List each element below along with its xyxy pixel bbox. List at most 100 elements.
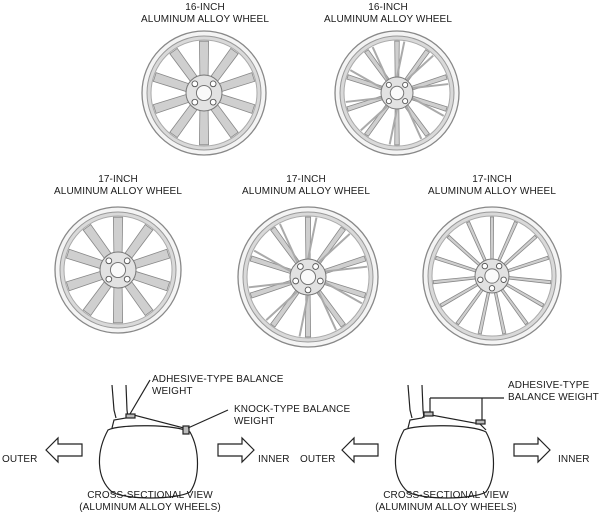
outer-arrow-2 [341, 436, 379, 464]
wheel-4-illustration-spoke-split [279, 223, 299, 263]
wheel-4-illustration-spoke-split [248, 281, 292, 289]
knock-leader-1 [187, 409, 229, 429]
wheel-5-type: ALUMINUM ALLOY WHEEL [428, 186, 556, 197]
wheel-1-illustration-lug-nut [209, 98, 217, 106]
tire-outline-2 [394, 425, 495, 499]
wheel-3-type: ALUMINUM ALLOY WHEEL [54, 186, 182, 197]
outer-label-1: OUTER [2, 454, 38, 465]
wheel-5-size: 17-INCH [472, 174, 512, 185]
wheel-2-illustration-spoke-split [349, 69, 383, 89]
knock-weight-label-line2: WEIGHT [234, 416, 275, 427]
cross-section-2 [394, 384, 504, 499]
caption-2-line2: (ALUMINUM ALLOY WHEELS) [375, 502, 517, 513]
wheel-5-illustration-lug-nut [496, 262, 503, 270]
cross-section-1 [98, 379, 229, 499]
caption-2-line1: CROSS-SECTIONAL VIEW [383, 490, 509, 501]
wheel-2-illustration [334, 30, 460, 156]
wheel-2-illustration-spoke-split [405, 105, 423, 140]
wheel-2-illustration-spoke-split [405, 54, 434, 81]
adhesive-weight-label-2-line2: BALANCE WEIGHT [508, 392, 599, 403]
wheel-1-type: ALUMINUM ALLOY WHEEL [141, 14, 269, 25]
wheel-2-illustration-lug-nut [402, 81, 409, 88]
wheel-1-illustration-lug-nut [209, 80, 217, 88]
wheel-4-illustration-lug-nut [316, 277, 324, 285]
adhesive-weight-2a [423, 411, 434, 417]
wheel-5-illustration-center-bore [484, 268, 500, 284]
wheel-2-illustration-spoke-split [411, 83, 449, 90]
wheel-5-illustration-lug-nut [500, 276, 507, 283]
wheel-2-label: 16-INCH ALUMINUM ALLOY WHEEL [318, 2, 458, 26]
wheel-2-illustration-spoke-split [411, 97, 445, 117]
wheel-4-illustration-spoke-split [317, 291, 337, 331]
wheel-2-illustration-lug-nut [385, 81, 392, 88]
wheel-5-illustration-lug-nut [477, 276, 484, 283]
adhesive-weight-label-1: ADHESIVE-TYPE BALANCE WEIGHT [152, 374, 284, 398]
wheel-1-size: 16-INCH [185, 2, 225, 13]
wheel-4-illustration-center-bore [299, 268, 317, 286]
caption-1-line2: (ALUMINUM ALLOY WHEELS) [79, 502, 221, 513]
wheel-2-illustration-spoke-split [396, 41, 406, 78]
rim-outline-1 [111, 413, 189, 433]
caption-1: CROSS-SECTIONAL VIEW (ALUMINUM ALLOY WHE… [70, 490, 230, 514]
wheel-2-illustration-lug-nut [402, 98, 409, 105]
wheel-3-size: 17-INCH [98, 174, 138, 185]
knock-weight-label-line1: KNOCK-TYPE BALANCE [234, 404, 351, 415]
caption-2: CROSS-SECTIONAL VIEW (ALUMINUM ALLOY WHE… [366, 490, 526, 514]
wheel-disc-2 [407, 384, 425, 419]
outer-label-2: OUTER [300, 454, 336, 465]
wheel-4-illustration-spoke-split [324, 265, 368, 273]
wheel-4-illustration-spoke-split [298, 294, 309, 337]
wheel-4-illustration-lug-nut [304, 286, 312, 294]
adhesive-weight-label-1-line1: ADHESIVE-TYPE BALANCE [152, 374, 284, 385]
wheel-2-illustration-center-bore [389, 85, 405, 101]
wheel-4-illustration-spoke-split [324, 281, 363, 305]
knock-weight-1 [182, 425, 190, 435]
caption-1-line1: CROSS-SECTIONAL VIEW [87, 490, 213, 501]
wheel-4-illustration [237, 206, 379, 348]
wheel-1-illustration-lug-nut [191, 98, 199, 106]
wheel-2-illustration-spoke-split [345, 96, 383, 103]
wheel-2-type: ALUMINUM ALLOY WHEEL [324, 14, 452, 25]
wheel-2-size: 16-INCH [368, 2, 408, 13]
wheel-5-illustration [422, 206, 562, 346]
adhesive-weight-2b [475, 419, 486, 425]
inner-label-1: INNER [258, 454, 290, 465]
wheel-5-label: 17-INCH ALUMINUM ALLOY WHEEL [422, 174, 562, 198]
wheel-1-illustration [141, 30, 267, 156]
wheel-1-illustration-lug-nut [191, 80, 199, 88]
adhesive-leader-1 [129, 379, 151, 415]
wheel-4-illustration-spoke-split [317, 233, 351, 264]
inner-label-2: INNER [558, 454, 590, 465]
wheel-3-illustration-lug-nut [105, 275, 113, 283]
adhesive-weight-label-2-line1: ADHESIVE-TYPE [508, 380, 590, 391]
knock-weight-label: KNOCK-TYPE BALANCE WEIGHT [234, 404, 350, 428]
wheel-4-illustration-lug-nut [292, 277, 300, 285]
wheel-3-illustration-center-bore [109, 261, 127, 279]
wheel-5-illustration-lug-nut [488, 285, 496, 292]
wheel-4-illustration-spoke-split [253, 249, 292, 273]
wheel-1-illustration-center-bore [195, 84, 213, 102]
wheel-4-size: 17-INCH [286, 174, 326, 185]
wheel-4-illustration-lug-nut [297, 263, 304, 270]
wheel-1-label: 16-INCH ALUMINUM ALLOY WHEEL [135, 2, 275, 26]
wheel-3-label: 17-INCH ALUMINUM ALLOY WHEEL [48, 174, 188, 198]
wheel-4-type: ALUMINUM ALLOY WHEEL [242, 186, 370, 197]
wheel-4-illustration-spoke-split [307, 217, 318, 260]
wheel-2-illustration-spoke-split [360, 105, 389, 132]
wheel-3-illustration-lug-nut [105, 257, 113, 265]
wheel-disc-1 [111, 384, 129, 419]
adhesive-weight-label-1-line2: WEIGHT [152, 386, 193, 397]
wheel-2-illustration-spoke-split [371, 46, 389, 81]
adhesive-weight-1 [125, 413, 136, 419]
wheel-3-illustration-lug-nut [123, 275, 131, 283]
wheel-3-illustration-lug-nut [123, 257, 131, 265]
outer-arrow-1 [45, 436, 83, 464]
wheel-2-illustration-lug-nut [385, 98, 392, 105]
wheel-4-illustration-spoke-split [265, 290, 299, 321]
wheel-4-illustration-lug-nut [312, 263, 319, 270]
wheel-4-label: 17-INCH ALUMINUM ALLOY WHEEL [236, 174, 376, 198]
inner-arrow-1 [217, 436, 255, 464]
tire-outline-1 [98, 425, 199, 499]
inner-arrow-2 [513, 436, 551, 464]
